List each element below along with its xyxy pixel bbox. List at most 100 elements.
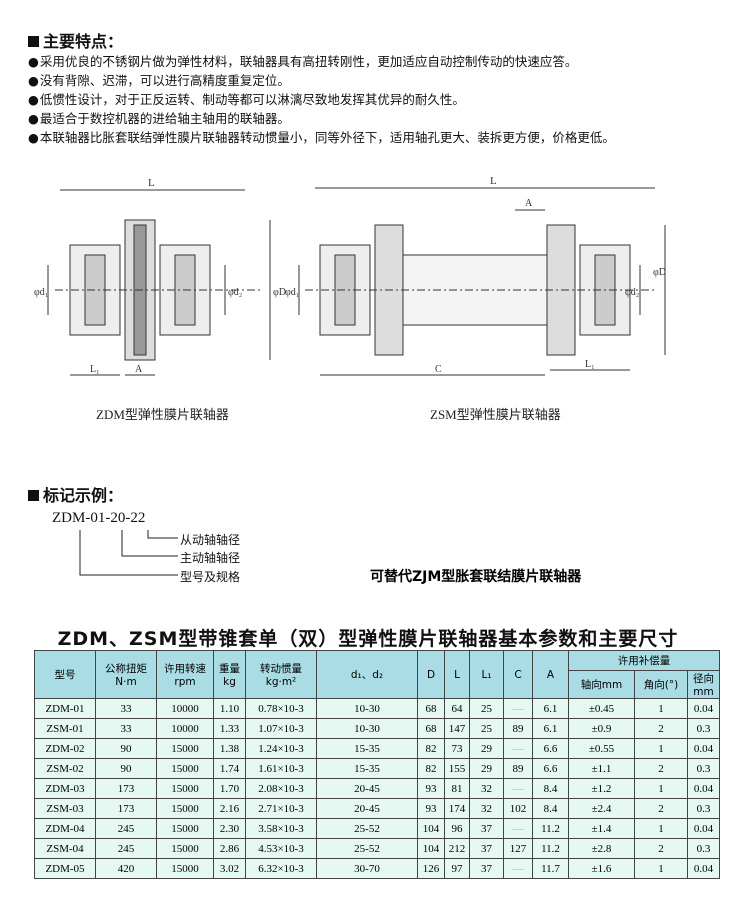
dim-C: C <box>435 364 442 375</box>
table-cell: 8.4 <box>532 798 569 819</box>
table-cell: 2 <box>634 798 688 819</box>
dim-L1: L₁ <box>90 364 100 375</box>
table-cell: — <box>503 738 533 759</box>
table-cell: 2 <box>634 838 688 859</box>
table-cell: 10000 <box>156 718 214 739</box>
table-cell: 1 <box>634 698 688 719</box>
square-bullet-icon <box>28 490 39 501</box>
table-cell: 1.33 <box>213 718 246 739</box>
table-cell: 10000 <box>156 698 214 719</box>
square-bullet-icon <box>28 36 39 47</box>
table-cell: 33 <box>95 698 157 719</box>
table-cell: 102 <box>503 798 533 819</box>
table-cell: 96 <box>444 818 470 839</box>
table-cell: 15000 <box>156 858 214 879</box>
col-d: d₁、d₂ <box>316 650 418 699</box>
table-cell: 93 <box>417 798 445 819</box>
table-cell: 32 <box>469 798 504 819</box>
dim-L: L <box>148 177 155 189</box>
table-cell: ±1.2 <box>568 778 635 799</box>
table-cell: 81 <box>444 778 470 799</box>
table-cell: — <box>503 698 533 719</box>
table-cell: 15000 <box>156 818 214 839</box>
table-cell: 0.04 <box>687 738 720 759</box>
table-cell: 2.16 <box>213 798 246 819</box>
table-cell: ±1.1 <box>568 758 635 779</box>
dim-D: φD <box>273 287 286 298</box>
table-cell: 82 <box>417 758 445 779</box>
table-cell: 8.4 <box>532 778 569 799</box>
table-cell: 29 <box>469 738 504 759</box>
table-cell: 1.70 <box>213 778 246 799</box>
table-cell: 1 <box>634 858 688 879</box>
table-cell: 25-52 <box>316 838 418 859</box>
table-cell: ±2.4 <box>568 798 635 819</box>
features-heading-text: 主要特点： <box>43 32 124 51</box>
table-cell: 68 <box>417 698 445 719</box>
table-cell: 37 <box>469 858 504 879</box>
table-title: ZDM、ZSM型带锥套单（双）型弹性膜片联轴器基本参数和主要尺寸 <box>57 628 679 650</box>
table-cell: 1.24×10-3 <box>245 738 317 759</box>
table-cell: 0.04 <box>687 858 720 879</box>
table-cell: ±1.4 <box>568 818 635 839</box>
feature-item: 低惯性设计，对于正反运转、制动等都可以淋漓尽致地发挥其优异的耐久性。 <box>28 90 615 109</box>
table-cell: ±1.6 <box>568 858 635 879</box>
col-L: L <box>444 650 470 699</box>
col-A: A <box>532 650 569 699</box>
table-cell: 0.78×10-3 <box>245 698 317 719</box>
table-cell: 245 <box>95 838 157 859</box>
table-cell: 20-45 <box>316 798 418 819</box>
table-cell: 15000 <box>156 838 214 859</box>
table-cell: 147 <box>444 718 470 739</box>
example-heading-text: 标记示例： <box>43 486 124 505</box>
table-cell: 6.32×10-3 <box>245 858 317 879</box>
feature-item: 采用优良的不锈钢片做为弹性材料，联轴器具有高扭转刚性，更加适应自动控制传动的快速… <box>28 52 615 71</box>
dim-L1: L₁ <box>585 359 595 370</box>
dim-d2: φd₂ <box>625 287 639 298</box>
col-axial: 轴向mm <box>568 670 635 699</box>
table-cell: ZSM-01 <box>34 718 96 739</box>
dim-d1: φd₁ <box>34 287 48 298</box>
table-cell: 3.02 <box>213 858 246 879</box>
table-cell: 15000 <box>156 758 214 779</box>
col-C: C <box>503 650 533 699</box>
table-cell: — <box>503 778 533 799</box>
table-cell: 104 <box>417 818 445 839</box>
col-torque-unit: N·m <box>115 676 137 688</box>
table-cell: 90 <box>95 738 157 759</box>
col-radial: 径向mm <box>687 670 720 699</box>
zdm-caption: ZDM型弹性膜片联轴器 <box>96 407 229 422</box>
table-cell: 93 <box>417 778 445 799</box>
table-cell: 15-35 <box>316 758 418 779</box>
dim-d2: φd₂ <box>228 287 242 298</box>
dim-A: A <box>135 364 143 375</box>
table-cell: 0.04 <box>687 818 720 839</box>
table-cell: 173 <box>95 798 157 819</box>
table-cell: 30-70 <box>316 858 418 879</box>
table-cell: ±0.9 <box>568 718 635 739</box>
table-cell: 25 <box>469 718 504 739</box>
example-note: 型号及规格 <box>180 570 241 584</box>
table-cell: 25-52 <box>316 818 418 839</box>
col-speed-label: 许用转速 <box>164 663 206 675</box>
table-cell: 155 <box>444 758 470 779</box>
table-cell: 1 <box>634 738 688 759</box>
table-cell: 3.58×10-3 <box>245 818 317 839</box>
zsm-caption: ZSM型弹性膜片联轴器 <box>430 407 561 422</box>
dim-d1: φd₁ <box>285 287 299 298</box>
features-list: 采用优良的不锈钢片做为弹性材料，联轴器具有高扭转刚性，更加适应自动控制传动的快速… <box>28 52 615 147</box>
table-cell: 1.10 <box>213 698 246 719</box>
table-cell: 82 <box>417 738 445 759</box>
